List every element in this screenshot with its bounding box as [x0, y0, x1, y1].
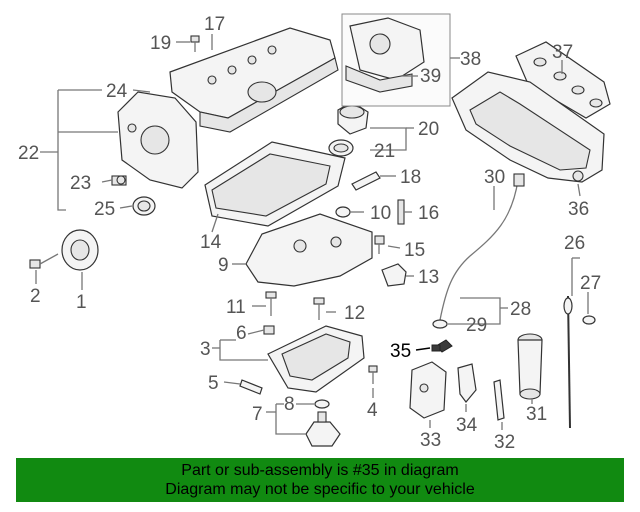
callout-8: 8: [284, 394, 295, 415]
callout-39: 39: [420, 66, 441, 87]
callout-25: 25: [94, 199, 115, 220]
info-banner: Part or sub-assembly is #35 in diagram D…: [16, 458, 624, 502]
callout-28: 28: [510, 299, 531, 320]
callout-37: 37: [552, 42, 573, 63]
callout-20: 20: [418, 119, 439, 140]
callout-23: 23: [70, 173, 91, 194]
callout-3: 3: [200, 339, 211, 360]
oil-cap: [337, 101, 369, 135]
bolt-11: [265, 291, 277, 316]
callout-22: 22: [18, 143, 39, 164]
oring-29: [432, 319, 448, 329]
callout-29: 29: [466, 315, 487, 336]
part-18: [351, 171, 381, 191]
oil-baffle: [204, 141, 346, 227]
bolt-16: [397, 199, 405, 225]
leader-lines: [35, 34, 589, 435]
bolt-15: [374, 235, 385, 254]
pulley: [61, 229, 99, 271]
callout-4: 4: [367, 400, 378, 421]
callout-12: 12: [344, 303, 365, 324]
part-32: [493, 379, 505, 421]
callout-15: 15: [404, 240, 425, 261]
callout-32: 32: [494, 432, 515, 453]
callout-35: 35: [390, 341, 411, 362]
callout-26: 26: [564, 233, 585, 254]
callout-5: 5: [208, 373, 219, 394]
callout-21: 21: [374, 141, 395, 162]
callout-9: 9: [218, 255, 229, 276]
bolt-2: [29, 253, 59, 269]
dipstick: [563, 295, 596, 429]
oil-pan: [267, 325, 365, 393]
dipstick-tube: [439, 173, 525, 321]
callout-2: 2: [30, 286, 41, 307]
callout-30: 30: [484, 167, 505, 188]
washer-10: [335, 206, 351, 218]
part-13: [381, 263, 407, 287]
callout-17: 17: [204, 14, 225, 35]
bolt-4: [368, 365, 378, 384]
bracket-34: [457, 363, 477, 403]
part-5: [239, 379, 263, 395]
callout-18: 18: [400, 167, 421, 188]
seal-21: [328, 139, 354, 157]
callout-14: 14: [200, 232, 222, 253]
callout-24: 24: [106, 81, 128, 102]
callout-7: 7: [252, 404, 263, 425]
callout-34: 34: [456, 415, 478, 436]
timing-cover: [117, 91, 199, 189]
bolt-19: [190, 35, 200, 52]
callout-16: 16: [418, 203, 439, 224]
callout-33: 33: [420, 430, 441, 451]
oil-filter: [517, 333, 543, 400]
sensor-7: [305, 411, 341, 447]
callout-31: 31: [526, 404, 547, 425]
oring-8: [314, 399, 330, 409]
oil-cooler: [409, 361, 447, 419]
callout-10: 10: [370, 203, 391, 224]
lower-cover: [245, 213, 373, 287]
callout-19: 19: [150, 33, 171, 54]
callout-13: 13: [418, 267, 439, 288]
pcv-box: [341, 13, 451, 107]
callout-6: 6: [236, 323, 247, 344]
intake-gasket: [515, 41, 611, 119]
bolt-35-highlighted: [431, 339, 453, 353]
bolt-12: [313, 297, 325, 320]
banner-line-2: Diagram may not be specific to your vehi…: [165, 481, 475, 498]
banner-line-1: Part or sub-assembly is #35 in diagram: [181, 462, 459, 479]
intake-manifold: [451, 71, 605, 183]
callout-1: 1: [76, 292, 87, 313]
valve-cover: [169, 27, 339, 133]
callout-38: 38: [460, 49, 481, 70]
callout-36: 36: [568, 199, 589, 220]
sensor-23: [111, 175, 127, 186]
callout-labels: 1 2 3 4 5 6 7 8 9 10 11 12 13 14 15 16 1…: [18, 14, 601, 453]
plug-6: [263, 325, 275, 335]
seal-25: [132, 196, 156, 216]
callout-27: 27: [580, 273, 601, 294]
callout-11: 11: [226, 297, 246, 318]
